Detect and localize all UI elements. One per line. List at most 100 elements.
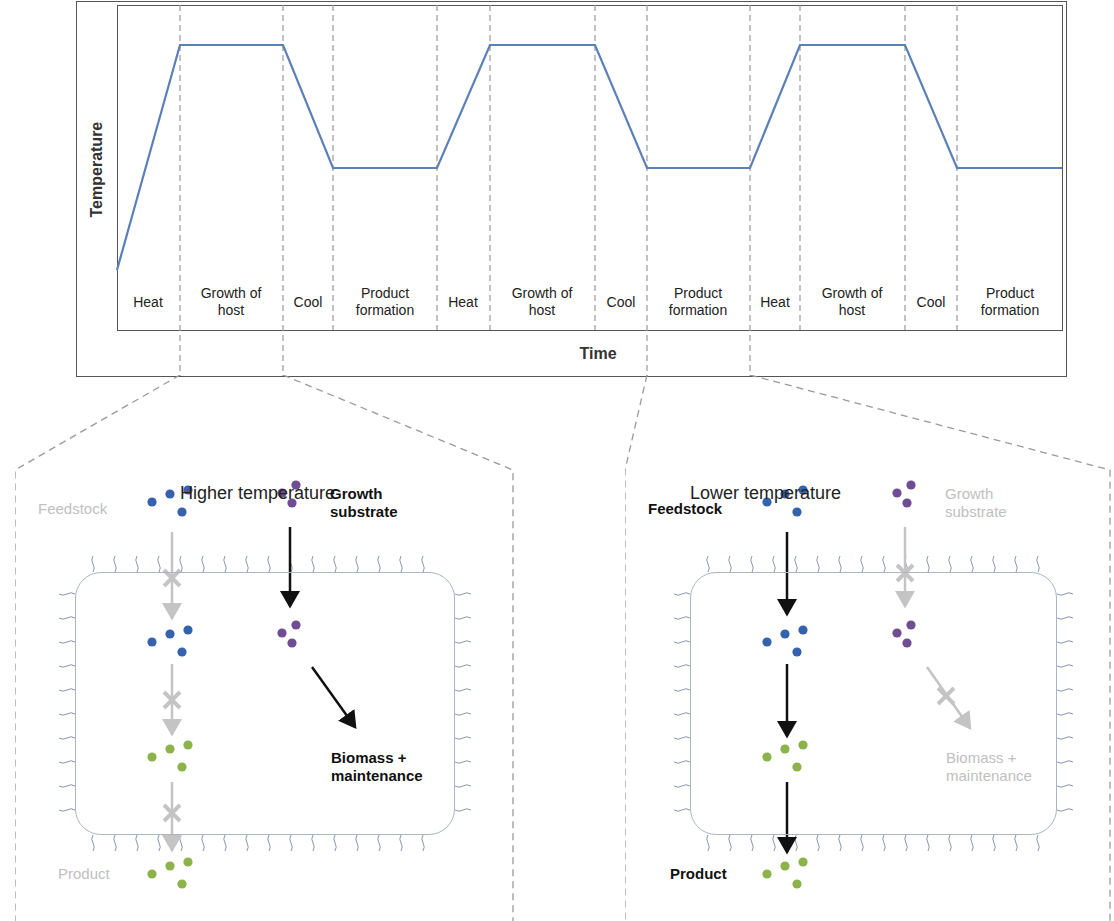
panel-border [750, 375, 1110, 921]
molecule-dot [177, 879, 186, 888]
cell-hair [455, 761, 471, 764]
cell-hair [59, 593, 75, 596]
cell-hair [455, 809, 471, 812]
active-arrows [290, 527, 787, 852]
phase-label: Growth of host [820, 285, 884, 319]
molecule-dot [780, 861, 789, 870]
temperature-panel: Lower temperatureFeedstockGrowth substra… [625, 375, 1114, 921]
cell-hair [927, 556, 930, 572]
cell-hair [202, 835, 205, 851]
cell-hair [59, 785, 75, 788]
molecule-dot [798, 625, 807, 634]
molecule-dot [177, 762, 186, 771]
cell-hair [773, 835, 776, 851]
block-crosses [164, 565, 954, 821]
molecule-dot [183, 857, 192, 866]
cell-hair [707, 556, 710, 572]
cell-hair [861, 556, 864, 572]
cell-hair [455, 641, 471, 644]
molecule-dot [798, 740, 807, 749]
molecule-dot [762, 869, 771, 878]
panel-border [283, 375, 513, 921]
host-cell: Biomass + maintenance [75, 572, 455, 835]
cell-hair [59, 737, 75, 740]
cell-hair [59, 761, 75, 764]
molecule-dot [147, 637, 156, 646]
cell-hair [455, 785, 471, 788]
cell-hair [114, 835, 117, 851]
phase-label: Product formation [970, 285, 1050, 319]
cell-hair [817, 556, 820, 572]
cell-hair [268, 835, 271, 851]
molecule-dot [792, 762, 801, 771]
cell-hair [674, 665, 690, 668]
feedstock-label: Feedstock [38, 500, 107, 518]
cell-hair [1037, 835, 1040, 851]
cell-hair [674, 737, 690, 740]
cell-hair [455, 737, 471, 740]
temperature-curve [117, 45, 1062, 270]
cell-hair [905, 835, 908, 851]
phase-dividers [180, 5, 957, 376]
cell-hair [290, 835, 293, 851]
cell-hair [202, 556, 205, 572]
cell-hair [861, 835, 864, 851]
phase-label: Growth of host [510, 285, 574, 319]
cell-hair [817, 835, 820, 851]
cell-hair [59, 617, 75, 620]
panel-heading: Higher temperature [180, 483, 335, 505]
panel-outline [625, 375, 1114, 921]
cell-hair [59, 713, 75, 716]
molecule-dot [780, 629, 789, 638]
phase-label: Cool [285, 294, 331, 311]
cell-hair [158, 835, 161, 851]
cell-hair [180, 556, 183, 572]
cell-hair [59, 689, 75, 692]
molecule-dot [165, 861, 174, 870]
cell-hair [180, 835, 183, 851]
molecule-dot [177, 647, 186, 656]
cell-hair [224, 835, 227, 851]
cell-hair [993, 556, 996, 572]
cell-hair [356, 835, 359, 851]
cell-hair [136, 835, 139, 851]
cell-hair [674, 641, 690, 644]
molecule-dot [902, 498, 911, 507]
molecule-dot [906, 480, 915, 489]
cell-hair [927, 835, 930, 851]
molecule-dot [291, 620, 300, 629]
cell-hair [1057, 617, 1073, 620]
axis-title: Temperature [87, 122, 106, 218]
cell-hair [1015, 835, 1018, 851]
cell-hair [59, 665, 75, 668]
cell-hair [674, 761, 690, 764]
cell-hair [949, 556, 952, 572]
cell-hair [334, 556, 337, 572]
product-label: Product [58, 865, 110, 883]
cell-hair [224, 556, 227, 572]
cell-hair [751, 835, 754, 851]
cell-hair [674, 809, 690, 812]
cell-hair [268, 556, 271, 572]
molecule-dot [762, 637, 771, 646]
cell-hair [949, 835, 952, 851]
cell-hair [839, 556, 842, 572]
phase-label: Product formation [658, 285, 738, 319]
plot-area [118, 6, 1063, 331]
cell-hair [751, 556, 754, 572]
cell-hair [455, 617, 471, 620]
cell-hair [795, 835, 798, 851]
temperature-panel: Higher temperatureFeedstockGrowth substr… [15, 375, 515, 921]
cell-hair [883, 556, 886, 572]
phase-label: Heat [121, 294, 176, 311]
molecule-dot [165, 489, 174, 498]
cell-hair [1057, 641, 1073, 644]
cell-hair [1057, 689, 1073, 692]
molecule-dot [792, 647, 801, 656]
cell-hair [1057, 785, 1073, 788]
cell-hair [1057, 761, 1073, 764]
cell-hair [400, 556, 403, 572]
product-label: Product [670, 865, 727, 883]
molecule-dot [780, 744, 789, 753]
cell-hair [334, 835, 337, 851]
